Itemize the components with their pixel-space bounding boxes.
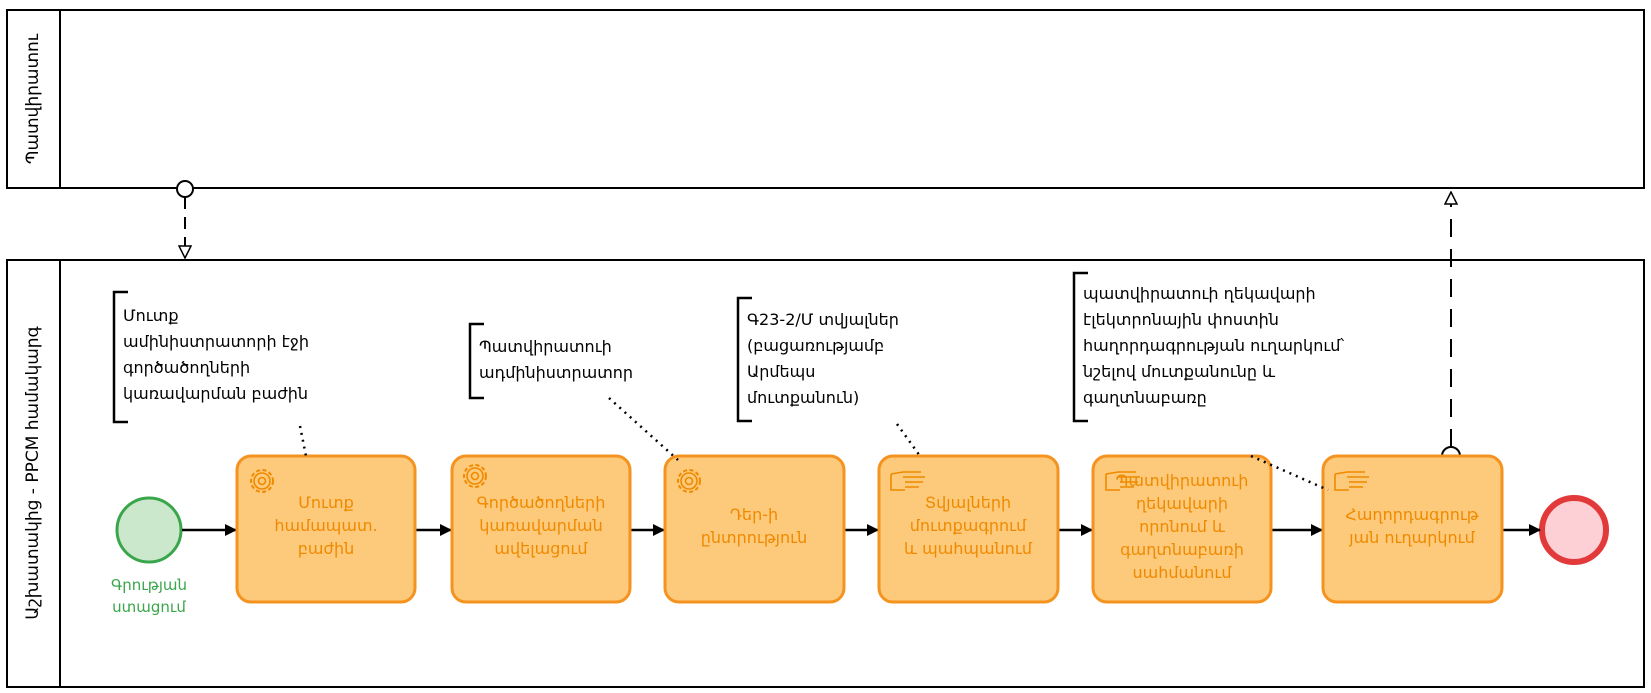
task-label-line: Տվյալների (925, 493, 1011, 512)
task-label-line: սահմանում (1133, 563, 1233, 582)
annotation-line: ադմինիստրատոր (479, 363, 633, 382)
hand-icon (1334, 471, 1369, 491)
annotation-line: մուտքանուն) (747, 388, 859, 407)
task-label-line: մուտքագրում (910, 516, 1027, 535)
task-label-line: ընտրություն (701, 528, 807, 547)
annotation-bracket (112, 290, 128, 424)
start-event-label-line-2: ստացում (112, 598, 186, 616)
annotation-line: գործածողների (123, 358, 250, 377)
annotation-bracket (468, 322, 484, 400)
annotation-line: Արմեպս (747, 362, 815, 381)
annotation-line: Մուտք (123, 306, 179, 325)
annotation-line: պատվիրատուի ղեկավարի (1083, 284, 1316, 303)
annotation-line: ամինիստրատորի էջի (123, 332, 309, 351)
task-label-line: յան ուղարկում (1348, 528, 1475, 547)
task-label-line: և պահպանում (904, 539, 1033, 558)
pool-client-label: Պատվիրատու (23, 33, 43, 164)
annotation-line: հաղորդագրության ուղարկում՝ (1083, 336, 1344, 355)
annotation-line: Պատվիրատուի (479, 337, 612, 356)
task-select-role[interactable] (663, 454, 846, 604)
annotation-line: (բացառությամբ (747, 336, 884, 355)
task-enter-data[interactable] (877, 454, 1060, 604)
hand-icon (1105, 471, 1140, 491)
pool-employee-label: Աշխատակից - PPCM համակարգ (23, 325, 43, 619)
task-send-message[interactable] (1321, 454, 1504, 604)
annotation-bracket (736, 296, 752, 423)
annotation-association (1250, 454, 1329, 492)
task-label-line: բաժին (298, 539, 355, 558)
annotation-association (608, 397, 679, 461)
message-flow-incoming (176, 180, 194, 258)
task-label-line: համապատ. (274, 516, 377, 535)
task-add-users[interactable] (450, 454, 632, 604)
gear-icon (463, 464, 487, 488)
task-login-section[interactable] (235, 454, 417, 604)
task-label-line: Մուտք (298, 493, 354, 512)
annotation-line: գաղտնաբառը (1083, 388, 1207, 407)
task-label-line: Հաղորդագրութ (1345, 505, 1478, 524)
end-event[interactable] (1539, 495, 1609, 565)
annotation-association (298, 425, 308, 457)
task-label-line: ավելացում (494, 539, 588, 558)
hand-icon (890, 471, 925, 491)
task-label-line: Գործածողների (477, 493, 606, 512)
annotation-line: կառավարման բաժին (123, 384, 308, 403)
task-label-line: Պատվիրատուի (1116, 471, 1249, 490)
task-find-manager[interactable] (1091, 454, 1273, 604)
task-label-line: Դեր-ի (730, 505, 778, 524)
task-label-line: գաղտնաբառի (1120, 540, 1244, 559)
annotation-line: նշելով մուտքանունը և (1082, 362, 1275, 381)
gear-icon (250, 469, 274, 493)
annotation-line: էլեկտրոնային փոստին (1083, 310, 1279, 329)
start-event[interactable] (115, 496, 183, 564)
annotation-line: Գ23-2/Մ տվյալներ (747, 310, 899, 329)
task-label-line: ղեկավարի (1136, 494, 1228, 513)
task-label-line: որոնում և (1139, 517, 1225, 536)
annotation-bracket (1072, 271, 1088, 423)
task-label-line: կառավարման (479, 516, 602, 535)
gear-icon (677, 469, 701, 493)
start-event-label-line-1: Գրության (111, 576, 187, 594)
pool-client: Պատվիրատու (6, 9, 1645, 189)
